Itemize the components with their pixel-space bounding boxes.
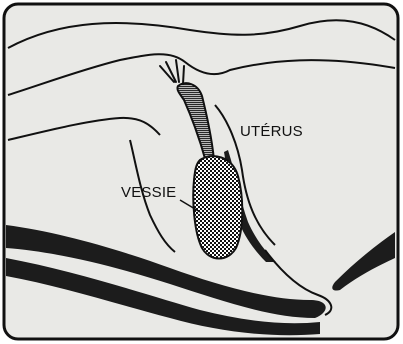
bladder [193,156,242,258]
bladder-label: VESSIE [121,184,176,201]
uterus-label: UTÉRUS [240,123,303,140]
